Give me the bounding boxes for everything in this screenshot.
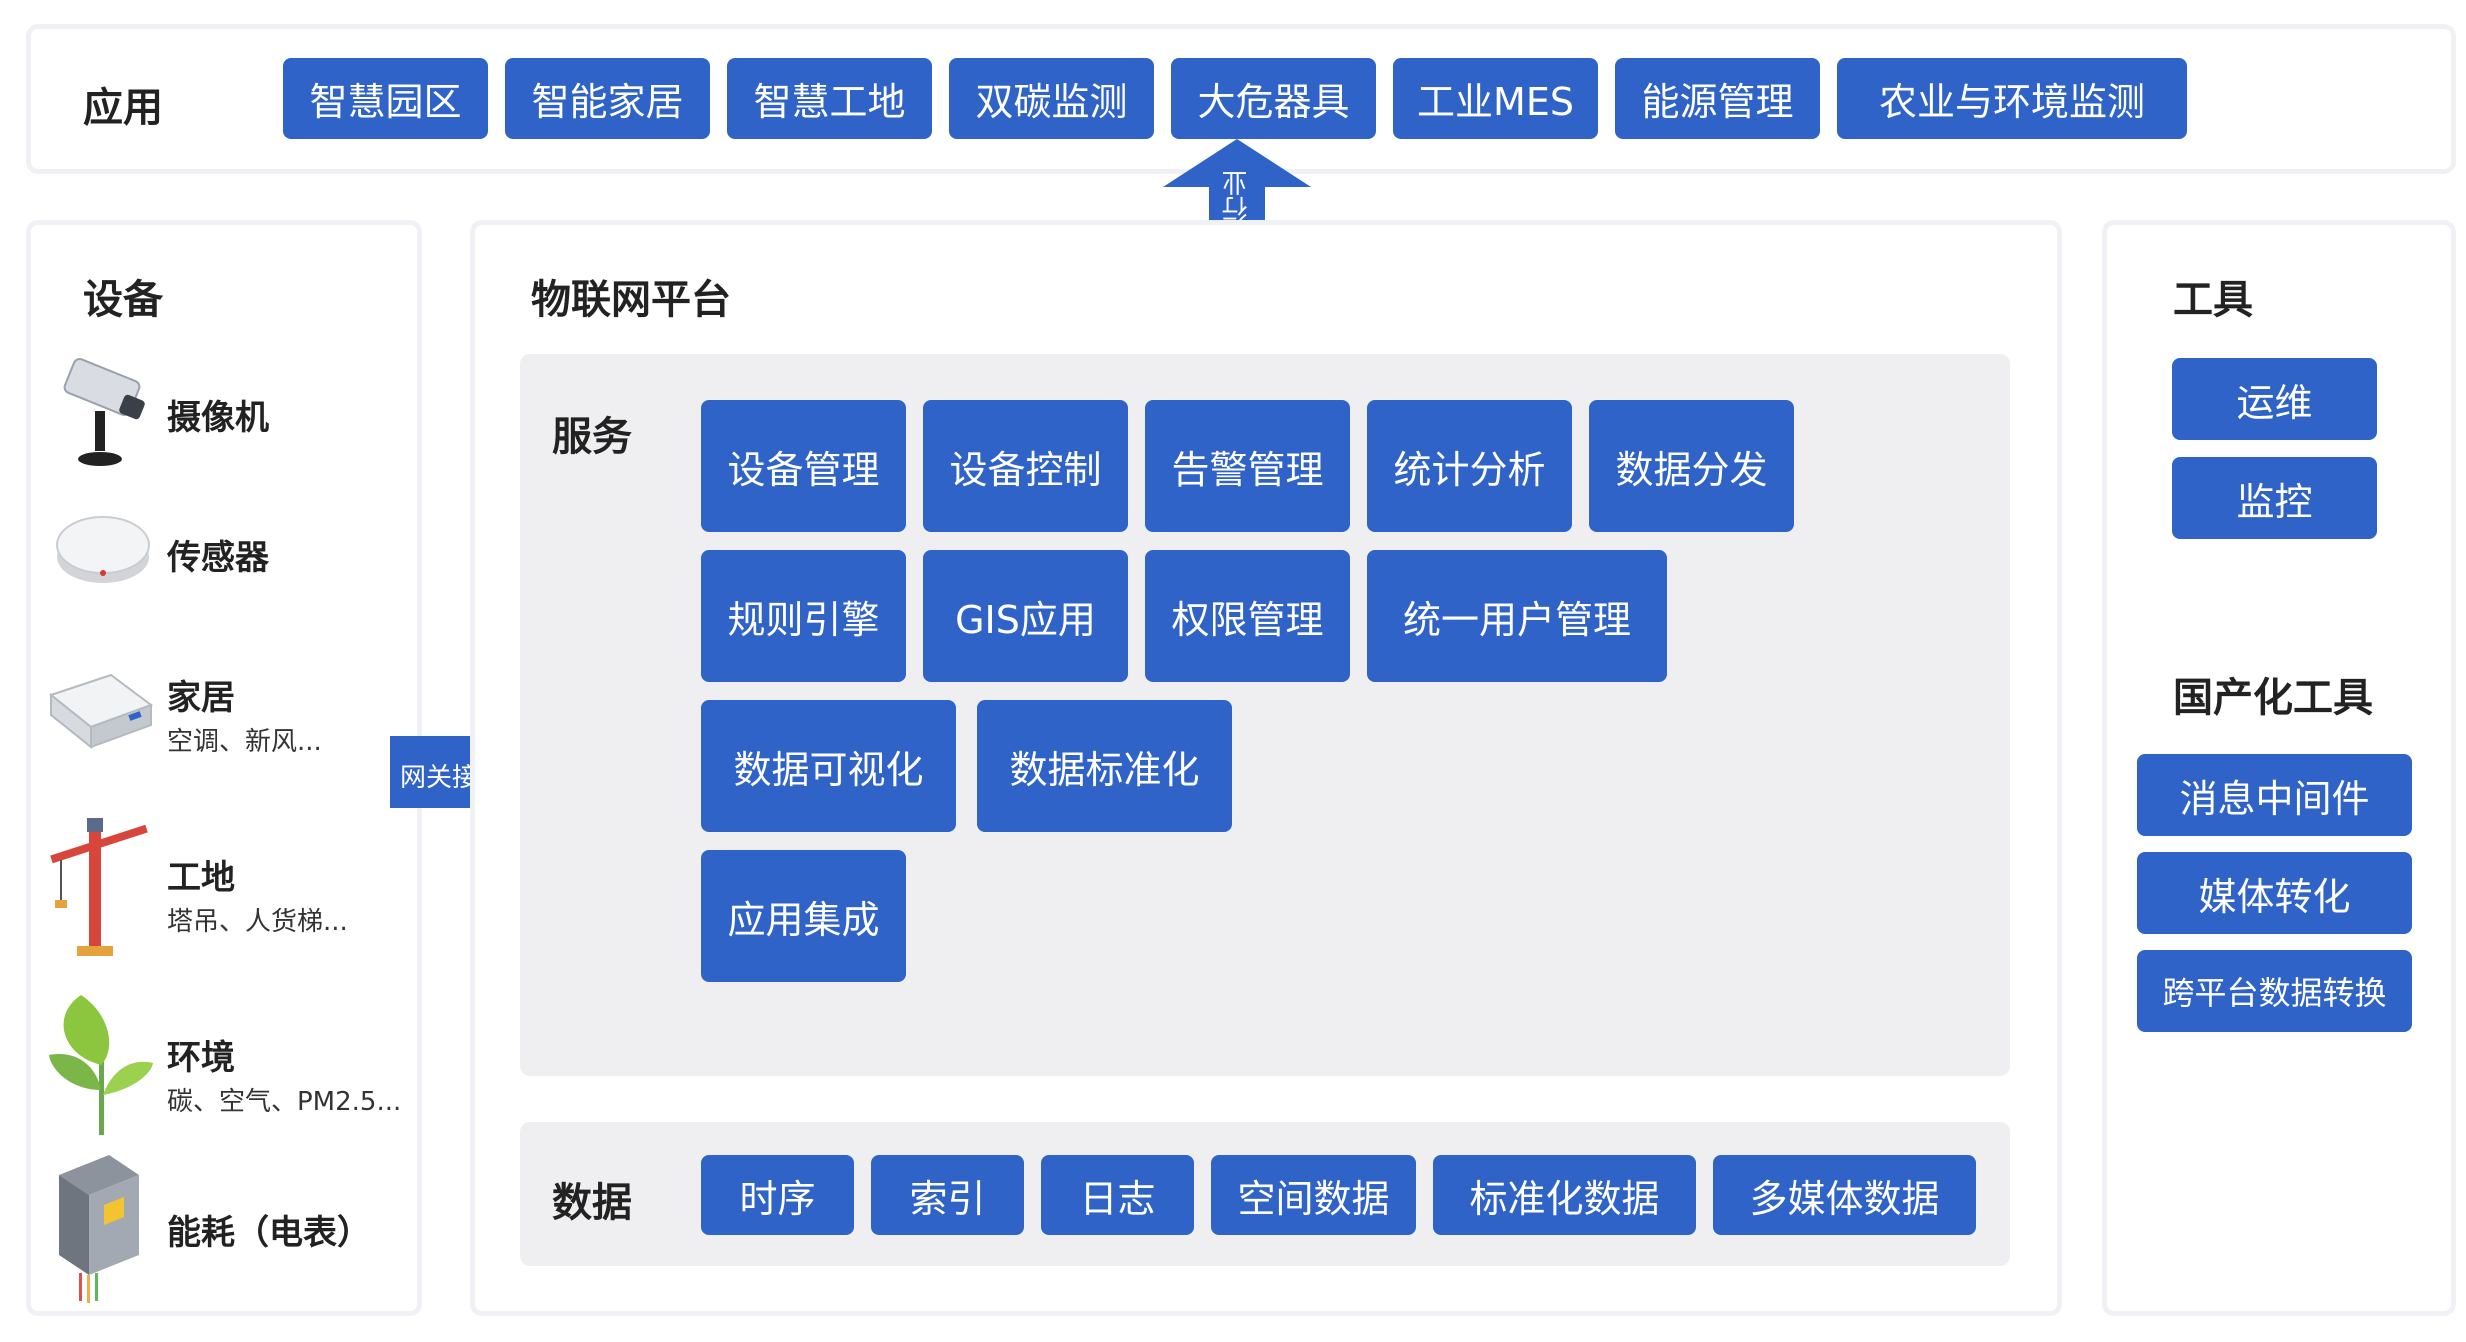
devices-panel: 设备 摄像机 传感器 家居 空调、新风... 工地 塔吊、人货梯... <box>26 220 422 1316</box>
service-statistics[interactable]: 统计分析 <box>1367 400 1572 532</box>
app-item-industrial-mes[interactable]: 工业MES <box>1393 58 1598 139</box>
camera-icon <box>63 358 145 466</box>
app-item-hazard-equipment[interactable]: 大危器具 <box>1171 58 1376 139</box>
device-home-sub: 空调、新风... <box>167 727 322 757</box>
service-data-standardization[interactable]: 数据标准化 <box>977 700 1232 832</box>
service-data-visualization[interactable]: 数据可视化 <box>701 700 956 832</box>
app-item-smart-site[interactable]: 智慧工地 <box>727 58 932 139</box>
app-item-agri-env-monitor[interactable]: 农业与环境监测 <box>1837 58 2187 139</box>
service-device-mgmt[interactable]: 设备管理 <box>701 400 906 532</box>
industry-arrow-icon <box>1163 139 1311 251</box>
electric-meter-icon <box>59 1155 139 1303</box>
data-log[interactable]: 日志 <box>1041 1155 1194 1235</box>
tool-cross-platform-data[interactable]: 跨平台数据转换 <box>2137 950 2412 1032</box>
data-multimedia[interactable]: 多媒体数据 <box>1713 1155 1976 1235</box>
service-rule-engine[interactable]: 规则引擎 <box>701 550 906 682</box>
app-item-smart-home[interactable]: 智能家居 <box>505 58 710 139</box>
tool-monitor[interactable]: 监控 <box>2172 457 2377 539</box>
device-env-name: 环境 <box>167 1038 235 1078</box>
app-item-smart-park[interactable]: 智慧园区 <box>283 58 488 139</box>
service-alarm-mgmt[interactable]: 告警管理 <box>1145 400 1350 532</box>
device-home-name: 家居 <box>167 678 235 718</box>
service-gis-app[interactable]: GIS应用 <box>923 550 1128 682</box>
app-item-carbon-monitor[interactable]: 双碳监测 <box>949 58 1154 139</box>
devices-title: 设备 <box>83 277 163 323</box>
service-unified-user-mgmt[interactable]: 统一用户管理 <box>1367 550 1667 682</box>
application-title: 应用 <box>83 85 163 131</box>
tools-title: 工具 <box>2173 277 2253 323</box>
data-timeseries[interactable]: 时序 <box>701 1155 854 1235</box>
tool-ops[interactable]: 运维 <box>2172 358 2377 440</box>
industry-arrow-label: 行业 <box>1222 170 1252 222</box>
service-device-control[interactable]: 设备控制 <box>923 400 1128 532</box>
platform-title: 物联网平台 <box>531 277 731 323</box>
service-data-distribution[interactable]: 数据分发 <box>1589 400 1794 532</box>
data-title: 数据 <box>552 1180 632 1226</box>
air-conditioner-icon <box>48 673 154 750</box>
device-site-sub: 塔吊、人货梯... <box>167 907 348 937</box>
device-env-sub: 碳、空气、PM2.5... <box>167 1087 402 1117</box>
sensor-icon <box>56 516 150 583</box>
domestic-tools-title: 国产化工具 <box>2173 675 2373 721</box>
data-index[interactable]: 索引 <box>871 1155 1024 1235</box>
data-standardized[interactable]: 标准化数据 <box>1433 1155 1696 1235</box>
device-camera-name: 摄像机 <box>167 398 269 438</box>
data-spatial[interactable]: 空间数据 <box>1211 1155 1416 1235</box>
service-app-integration[interactable]: 应用集成 <box>701 850 906 982</box>
services-title: 服务 <box>552 414 632 460</box>
tool-media-conversion[interactable]: 媒体转化 <box>2137 852 2412 934</box>
device-site-name: 工地 <box>167 858 235 898</box>
tool-message-middleware[interactable]: 消息中间件 <box>2137 754 2412 836</box>
device-meter-name: 能耗（电表） <box>167 1213 371 1253</box>
device-sensor-name: 传感器 <box>167 538 269 578</box>
app-item-energy-mgmt[interactable]: 能源管理 <box>1615 58 1820 139</box>
tower-crane-icon <box>50 818 148 956</box>
plant-icon <box>49 995 153 1135</box>
service-permission-mgmt[interactable]: 权限管理 <box>1145 550 1350 682</box>
